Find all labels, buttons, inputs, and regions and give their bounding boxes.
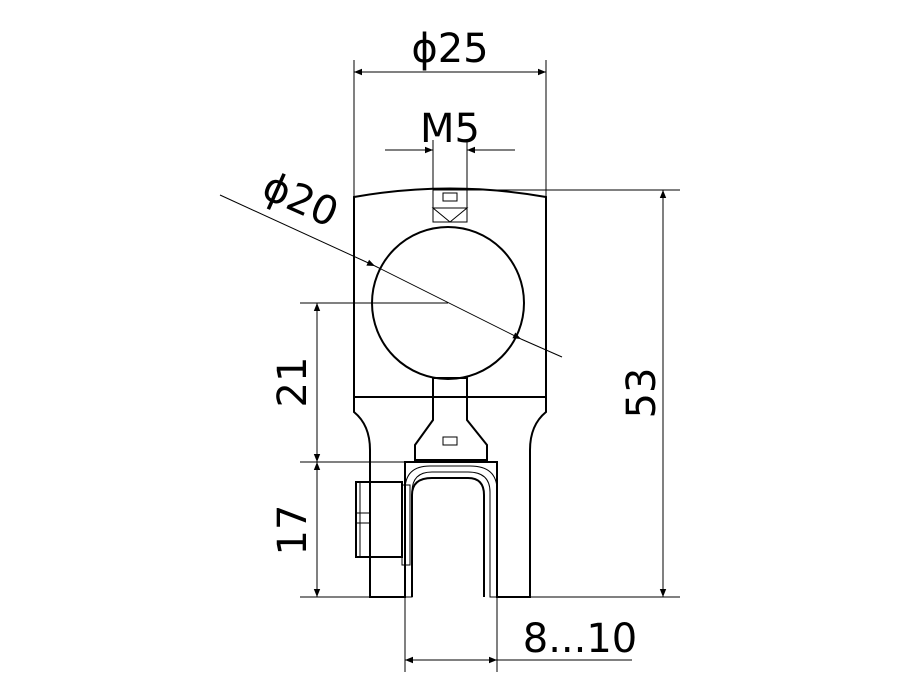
dim-lower-height: 17 — [270, 505, 316, 556]
upper-clamp-body — [353, 187, 547, 398]
dim-ball-center-height: 21 — [270, 357, 316, 408]
dim-ball-diameter: ϕ20 — [256, 163, 345, 236]
dimension-lines — [219, 68, 667, 664]
tube-insert — [401, 465, 498, 598]
dim-tube-range: 8...10 — [523, 616, 638, 662]
lower-clamp-body — [353, 377, 547, 598]
dim-thread: M5 — [420, 106, 480, 152]
dim-outer-diameter: ϕ25 — [411, 26, 488, 72]
dim-total-height: 53 — [619, 368, 665, 419]
set-screw — [355, 481, 403, 558]
